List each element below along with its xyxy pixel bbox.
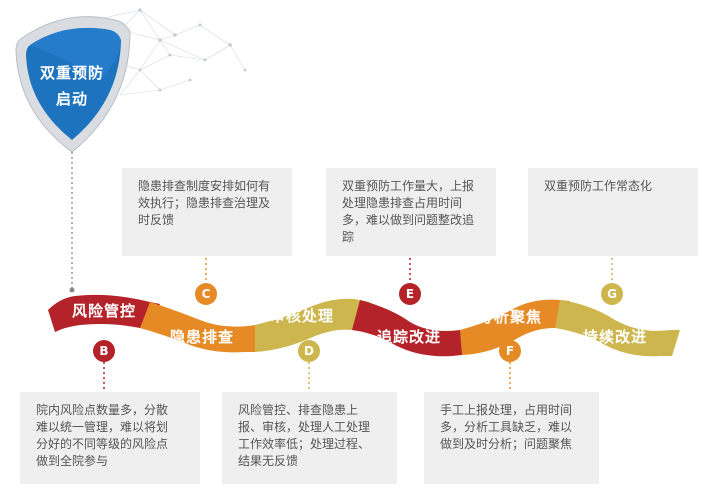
stage-label-g: 持续改进 [583,328,648,346]
ribbon-segment-d [255,298,370,352]
stage-marker-e: E [399,283,421,305]
note-box-b: 院内风险点数量多，分散 难以统一管理，难以将划 分好的不同等级的风险点 做到全院… [20,392,200,484]
stage-label-f: 分析聚焦 [478,308,543,326]
stage-label-e: 追踪改进 [377,328,442,346]
stage-label-c: 隐患排查 [170,328,235,346]
shield-title-line2: 启动 [55,90,88,108]
stage-marker-b: B [93,340,115,362]
stage-marker-f: F [499,340,521,362]
note-box-f: 手工上报处理，占用时间 多，分析工具缺乏，难以 做到及时分析；问题聚焦 [424,392,599,484]
stage-marker-d: D [298,340,320,362]
ribbon-segment-c [140,302,265,353]
note-box-e: 双重预防工作量大，上报 处理隐患排查占用时间 多，难以做到问题整改追 踪 [326,168,496,256]
stage-marker-c: C [195,283,217,305]
note-box-g: 双重预防工作常态化 [528,168,698,256]
stage-marker-g: G [601,283,623,305]
ribbon-segment-g [555,300,680,357]
note-box-c: 隐患排查制度安排如何有 效执行；隐患排查治理及 时反馈 [122,168,292,256]
ribbon-segment-f [460,299,570,355]
ribbon-segment-e [352,300,470,357]
stage-label-b: 风险管控 [72,302,137,320]
note-box-d: 风险管控、排查隐患上 报、审核，处理人工处理 工作效率低；处理过程、 结果无反馈 [222,392,397,484]
ribbon-segment-b [48,294,160,332]
shield-title-line1: 双重预防 [39,64,104,82]
stage-label-d: 审核处理 [270,307,335,325]
